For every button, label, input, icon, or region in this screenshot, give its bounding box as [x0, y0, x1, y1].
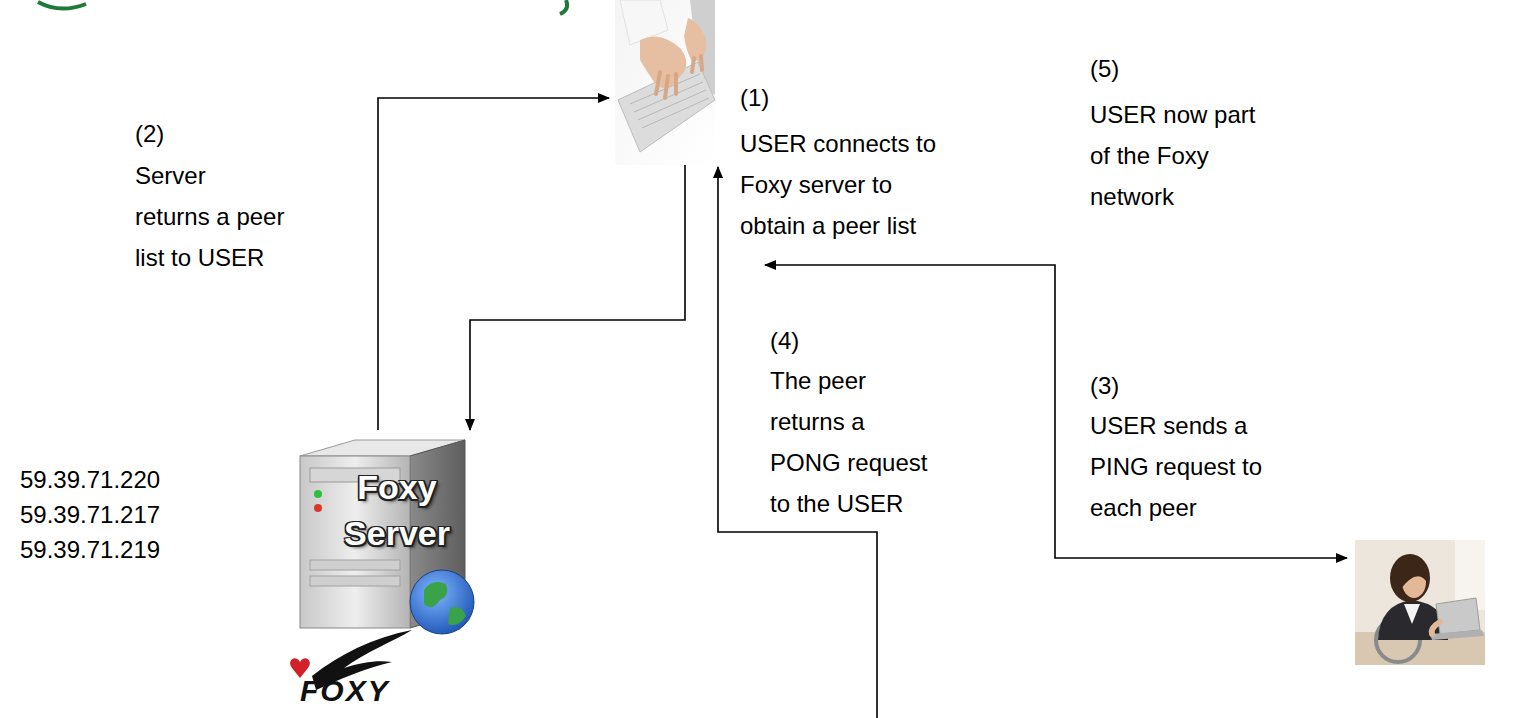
flow-arrow — [765, 265, 1347, 558]
callout-number: (1) — [740, 77, 769, 118]
ip-address: 59.39.71.220 — [20, 462, 160, 497]
user-laptop: (1) USER connects to Foxy server to obtai… — [615, 0, 950, 265]
callout-number: (3) — [1090, 365, 1119, 406]
callout-number: (4) — [770, 320, 799, 361]
laptop-photo — [615, 0, 715, 165]
step-text: USER connects to Foxy server to obtain a… — [740, 123, 952, 246]
flow-arrow — [378, 98, 609, 430]
step-text: Server returns a peer list to USER — [135, 155, 286, 278]
callout-number: (2) — [135, 113, 164, 154]
step-text: USER sends a PING request to each peer — [1090, 405, 1290, 528]
logo-text: FOXY — [300, 674, 390, 708]
server-node: Foxy Server — [285, 430, 480, 640]
pong-arrow — [718, 167, 877, 718]
flow-arrow — [470, 165, 685, 430]
title-fragment — [38, 2, 86, 9]
ip-address: 59.39.71.219 — [20, 532, 160, 567]
title-fragment — [560, 0, 567, 14]
server-label: Foxy Server — [327, 464, 467, 556]
server-icon — [300, 440, 474, 634]
step-text: USER now part of the Foxy network — [1090, 94, 1262, 217]
peer-photo — [1355, 540, 1485, 665]
callout-number: (5) — [1090, 48, 1119, 89]
peer-node: (3)USER sends a PING request to each pee… — [1355, 540, 1485, 665]
step-text: The peer returns a PONG request to the U… — [770, 360, 932, 524]
ip-address: 59.39.71.217 — [20, 497, 160, 532]
